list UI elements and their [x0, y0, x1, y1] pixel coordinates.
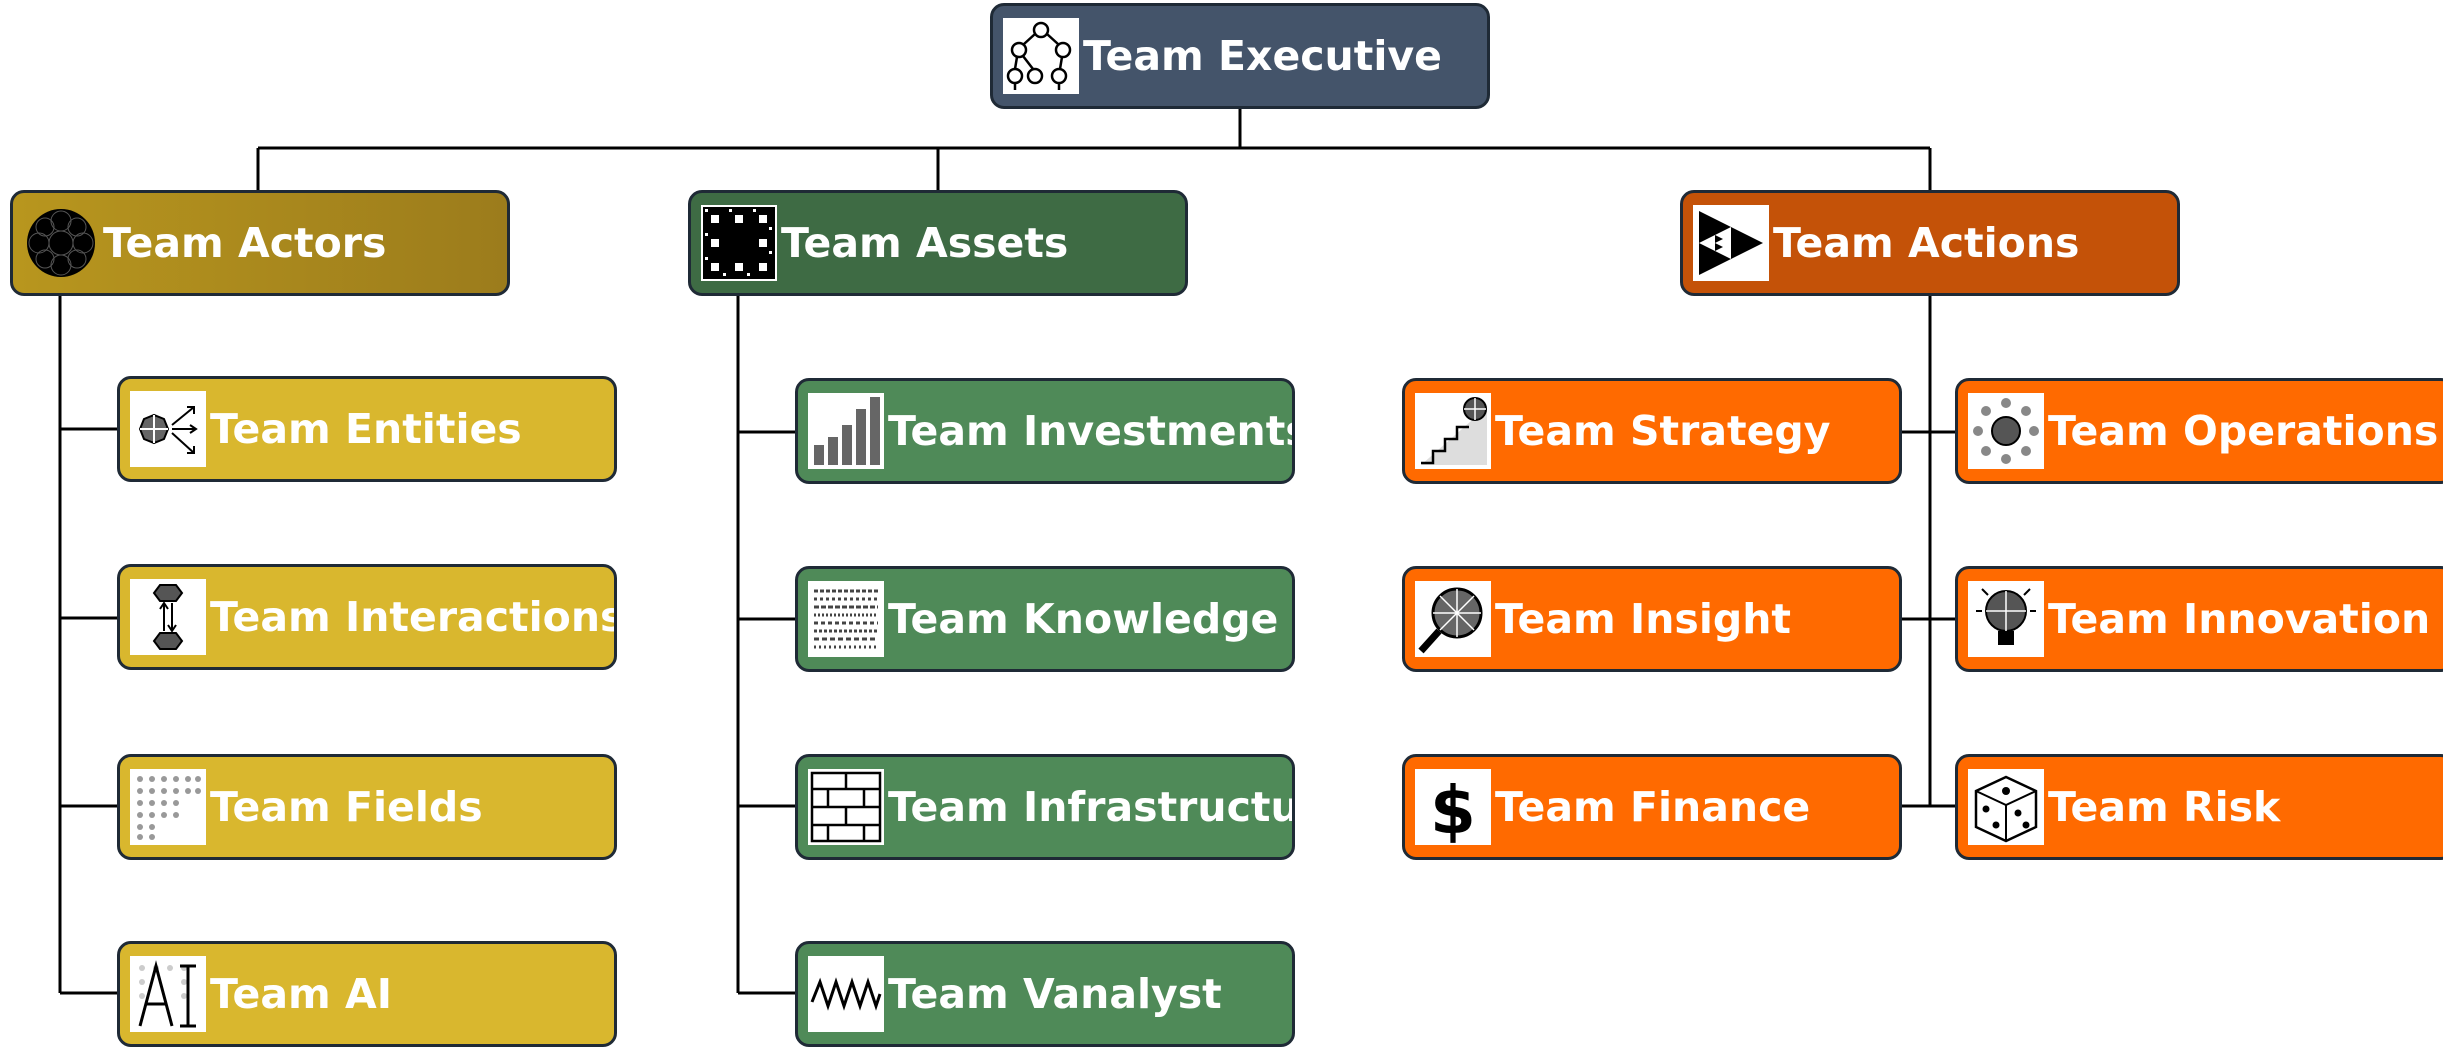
dot-grid-icon — [130, 769, 206, 845]
node-label: Team Strategy — [1495, 407, 1831, 455]
node-team-vanalyst[interactable]: Team Vanalyst — [795, 941, 1295, 1047]
gear-dots-icon — [1968, 393, 2044, 469]
two-octagons-linked-icon — [130, 579, 206, 655]
node-team-entities[interactable]: Team Entities — [117, 376, 617, 482]
node-label: Team Interactions — [210, 593, 617, 641]
text-texture-icon — [808, 581, 884, 657]
node-team-ai[interactable]: Team AI — [117, 941, 617, 1047]
magnifier-icon — [1415, 581, 1491, 657]
node-team-assets[interactable]: Team Assets — [688, 190, 1188, 296]
black-circle-cluster-icon — [23, 205, 99, 281]
node-team-innovation[interactable]: Team Innovation — [1955, 566, 2443, 672]
node-team-actors[interactable]: Team Actors — [10, 190, 510, 296]
node-label: Team Innovation — [2048, 595, 2431, 643]
node-label: Team Entities — [210, 405, 522, 453]
node-team-investments[interactable]: Team Investments — [795, 378, 1295, 484]
node-label: Team Insight — [1495, 595, 1792, 643]
lightbulb-icon — [1968, 581, 2044, 657]
node-team-risk[interactable]: Team Risk — [1955, 754, 2443, 860]
node-label: Team Actions — [1773, 219, 2080, 267]
node-team-strategy[interactable]: Team Strategy — [1402, 378, 1902, 484]
node-team-fields[interactable]: Team Fields — [117, 754, 617, 860]
brick-wall-icon — [808, 769, 884, 845]
bar-chart-icon — [808, 393, 884, 469]
node-label: Team Vanalyst — [888, 970, 1222, 1018]
node-label: Team Investments — [888, 407, 1295, 455]
node-team-actions[interactable]: Team Actions — [1680, 190, 2180, 296]
node-label: Team Infrastructure — [888, 783, 1295, 831]
node-team-executive[interactable]: Team Executive — [990, 3, 1490, 109]
node-label: Team Actors — [103, 219, 387, 267]
ai-letters-icon — [130, 956, 206, 1032]
sierpinski-triangle-icon — [1693, 205, 1769, 281]
dollar-icon: $ — [1415, 769, 1491, 845]
node-team-interactions[interactable]: Team Interactions — [117, 564, 617, 670]
node-team-finance[interactable]: $ Team Finance — [1402, 754, 1902, 860]
octagon-arrows-icon — [130, 391, 206, 467]
node-label: Team AI — [210, 970, 392, 1018]
sierpinski-carpet-icon — [701, 205, 777, 281]
dice-icon — [1968, 769, 2044, 845]
node-team-knowledge[interactable]: Team Knowledge — [795, 566, 1295, 672]
org-chart-icon — [1003, 18, 1079, 94]
node-label: Team Executive — [1083, 32, 1442, 80]
node-label: Team Knowledge — [888, 595, 1279, 643]
stairs-target-icon — [1415, 393, 1491, 469]
node-label: Team Risk — [2048, 783, 2281, 831]
svg-text:$: $ — [1430, 772, 1476, 843]
node-label: Team Finance — [1495, 783, 1811, 831]
node-team-insight[interactable]: Team Insight — [1402, 566, 1902, 672]
zigzag-icon — [808, 956, 884, 1032]
node-label: Team Fields — [210, 783, 483, 831]
node-label: Team Operations — [2048, 407, 2439, 455]
node-label: Team Assets — [781, 219, 1069, 267]
node-team-operations[interactable]: Team Operations — [1955, 378, 2443, 484]
node-team-infrastructure[interactable]: Team Infrastructure — [795, 754, 1295, 860]
